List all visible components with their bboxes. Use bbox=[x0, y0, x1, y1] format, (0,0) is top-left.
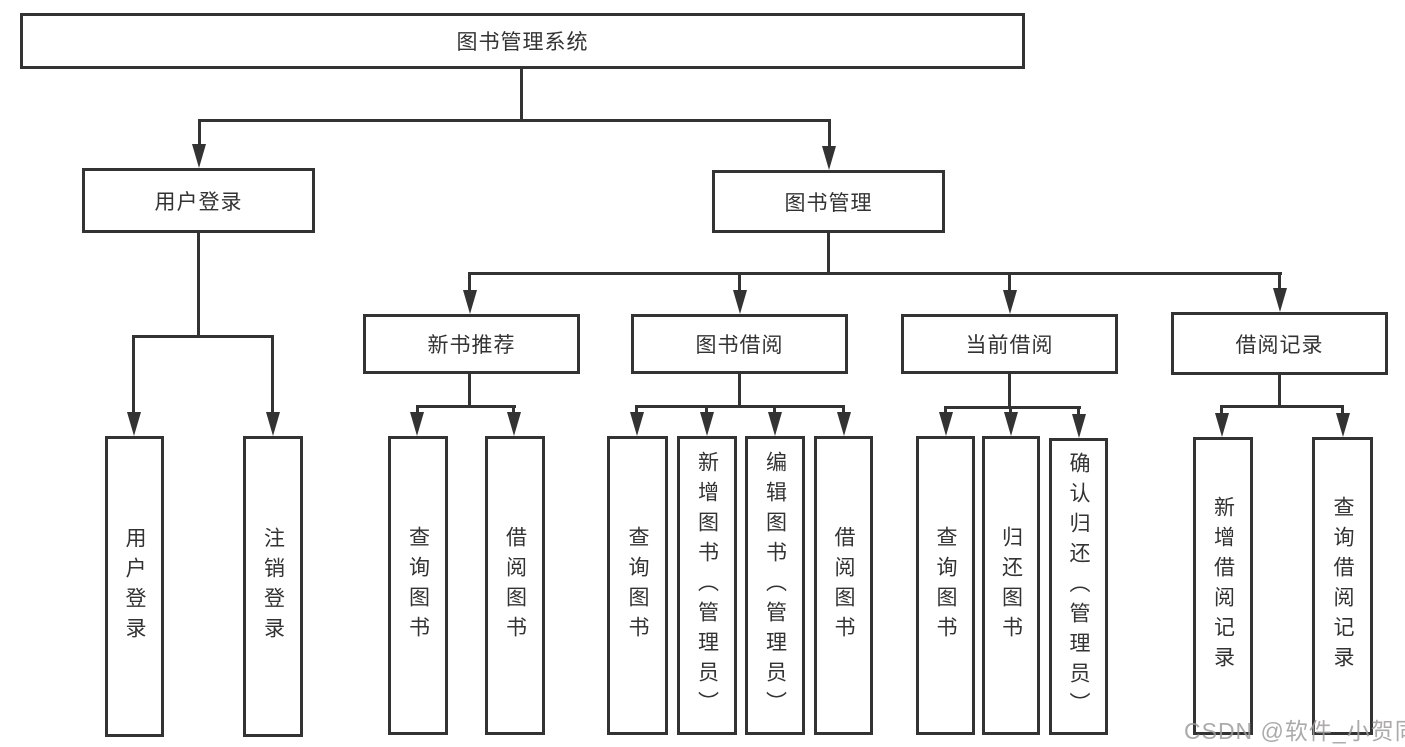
connector-drop-br-add bbox=[1220, 405, 1223, 414]
node-book-borrow: 图书借阅 bbox=[631, 314, 848, 374]
leaf-bb-borrow-books-label: 借阅图书 bbox=[832, 525, 855, 646]
connector-drop-book-management bbox=[828, 119, 831, 147]
connector-drop-book-borrow bbox=[738, 272, 741, 290]
leaf-bb-edit-books-admin-label: 编辑图书（管理员） bbox=[763, 450, 787, 721]
leaf-bb-borrow-books: 借阅图书 bbox=[814, 436, 873, 735]
arrowhead-br-add bbox=[1215, 413, 1229, 437]
arrowhead-nb-query bbox=[410, 412, 424, 436]
connector-new-book-rail bbox=[416, 405, 516, 408]
connector-drop-borrow-records bbox=[1278, 272, 1281, 288]
connector-book-management-stub bbox=[827, 233, 830, 272]
connector-drop-current-borrow bbox=[1008, 272, 1011, 290]
connector-drop-br-query bbox=[1341, 405, 1344, 414]
arrowhead-book-management bbox=[822, 146, 836, 170]
watermark-text: CSDN @软件_小贺同学 bbox=[1184, 718, 1405, 744]
connector-drop-bb-query bbox=[635, 405, 638, 414]
arrowhead-leaf-login bbox=[127, 412, 141, 436]
connector-book-borrow-stub bbox=[738, 374, 741, 405]
node-new-book-recommend: 新书推荐 bbox=[363, 314, 580, 374]
connector-new-book-stub bbox=[468, 374, 471, 405]
leaf-br-add-record-label: 新增借阅记录 bbox=[1211, 496, 1235, 676]
connector-drop-bb-edit bbox=[773, 405, 776, 414]
connector-current-borrow-stub bbox=[1008, 374, 1011, 406]
connector-current-borrow-rail bbox=[944, 406, 1081, 409]
connector-book-borrow-rail bbox=[635, 405, 845, 408]
node-user-login: 用户登录 bbox=[82, 168, 315, 233]
arrowhead-bb-add bbox=[700, 412, 714, 436]
leaf-user-login-label: 用户登录 bbox=[123, 526, 146, 647]
arrowhead-br-query bbox=[1336, 413, 1350, 437]
arrowhead-user-login bbox=[192, 144, 206, 168]
node-root: 图书管理系统 bbox=[20, 13, 1025, 69]
connector-drop-nb-borrow bbox=[512, 405, 515, 414]
leaf-cb-confirm-return-admin-label: 确认归还（管理员） bbox=[1067, 451, 1090, 722]
connector-drop-bb-add bbox=[705, 405, 708, 414]
leaf-bb-query-books: 查询图书 bbox=[607, 436, 668, 735]
connector-user-login-rail bbox=[132, 335, 274, 338]
connector-drop-new-book bbox=[468, 272, 471, 290]
node-borrow-records-label: 借阅记录 bbox=[1235, 333, 1324, 357]
node-user-login-label: 用户登录 bbox=[154, 190, 243, 214]
leaf-bb-add-books-admin-label: 新增图书（管理员） bbox=[695, 450, 719, 721]
leaf-cb-return-books-label: 归还图书 bbox=[999, 525, 1023, 646]
connector-drop-leaf-login bbox=[132, 335, 135, 412]
node-book-borrow-label: 图书借阅 bbox=[695, 334, 784, 357]
connector-drop-cb-query bbox=[944, 406, 947, 414]
arrowhead-current-borrow bbox=[1003, 290, 1017, 314]
arrowhead-leaf-logout bbox=[266, 412, 280, 436]
leaf-cb-confirm-return-admin: 确认归还（管理员） bbox=[1049, 438, 1108, 735]
arrowhead-nb-borrow bbox=[507, 412, 521, 436]
leaf-cb-query-books: 查询图书 bbox=[916, 436, 975, 735]
leaf-nb-query-books: 查询图书 bbox=[388, 436, 448, 735]
leaf-nb-borrow-books: 借阅图书 bbox=[485, 436, 545, 735]
leaf-nb-borrow-books-label: 借阅图书 bbox=[503, 525, 527, 646]
connector-borrow-records-rail bbox=[1220, 405, 1344, 408]
leaf-cb-return-books: 归还图书 bbox=[982, 436, 1040, 735]
arrowhead-bb-query bbox=[630, 412, 644, 436]
node-borrow-records: 借阅记录 bbox=[1171, 312, 1388, 375]
leaf-cb-query-books-label: 查询图书 bbox=[934, 525, 957, 646]
arrowhead-borrow-records bbox=[1273, 288, 1287, 312]
leaf-logout: 注销登录 bbox=[243, 436, 303, 737]
connector-user-login-stub bbox=[197, 233, 200, 335]
arrowhead-new-book bbox=[463, 290, 477, 314]
connector-drop-cb-return bbox=[1009, 406, 1012, 414]
node-current-borrow: 当前借阅 bbox=[901, 314, 1118, 374]
leaf-user-login: 用户登录 bbox=[105, 436, 164, 737]
connector-drop-nb-query bbox=[416, 405, 419, 414]
connector-drop-cb-confirm bbox=[1077, 406, 1080, 414]
leaf-bb-query-books-label: 查询图书 bbox=[626, 525, 649, 646]
arrowhead-cb-return bbox=[1004, 412, 1018, 436]
node-root-label: 图书管理系统 bbox=[456, 31, 589, 54]
leaf-bb-edit-books-admin: 编辑图书（管理员） bbox=[745, 436, 805, 735]
connector-borrow-records-stub bbox=[1278, 375, 1281, 405]
leaf-bb-add-books-admin: 新增图书（管理员） bbox=[677, 436, 737, 735]
leaf-br-add-record: 新增借阅记录 bbox=[1193, 437, 1253, 735]
arrowhead-cb-confirm bbox=[1072, 414, 1086, 438]
connector-drop-user-login bbox=[198, 119, 201, 146]
node-book-management-label: 图书管理 bbox=[784, 191, 873, 215]
connector-root-stub bbox=[520, 68, 523, 119]
connector-drop-leaf-logout bbox=[271, 335, 274, 412]
connector-book-management-rail bbox=[468, 272, 1282, 275]
leaf-br-query-record: 查询借阅记录 bbox=[1312, 437, 1373, 735]
connector-root-rail bbox=[198, 119, 831, 122]
arrowhead-bb-edit bbox=[768, 412, 782, 436]
arrowhead-book-borrow bbox=[733, 290, 747, 314]
leaf-logout-label: 注销登录 bbox=[261, 526, 285, 647]
arrowhead-cb-query bbox=[939, 412, 953, 436]
connector-drop-bb-borrow bbox=[842, 405, 845, 414]
arrowhead-bb-borrow bbox=[837, 412, 851, 436]
node-new-book-recommend-label: 新书推荐 bbox=[427, 334, 516, 357]
leaf-br-query-record-label: 查询借阅记录 bbox=[1331, 496, 1354, 676]
node-current-borrow-label: 当前借阅 bbox=[965, 334, 1054, 357]
node-book-management: 图书管理 bbox=[712, 170, 945, 233]
leaf-nb-query-books-label: 查询图书 bbox=[406, 525, 430, 646]
